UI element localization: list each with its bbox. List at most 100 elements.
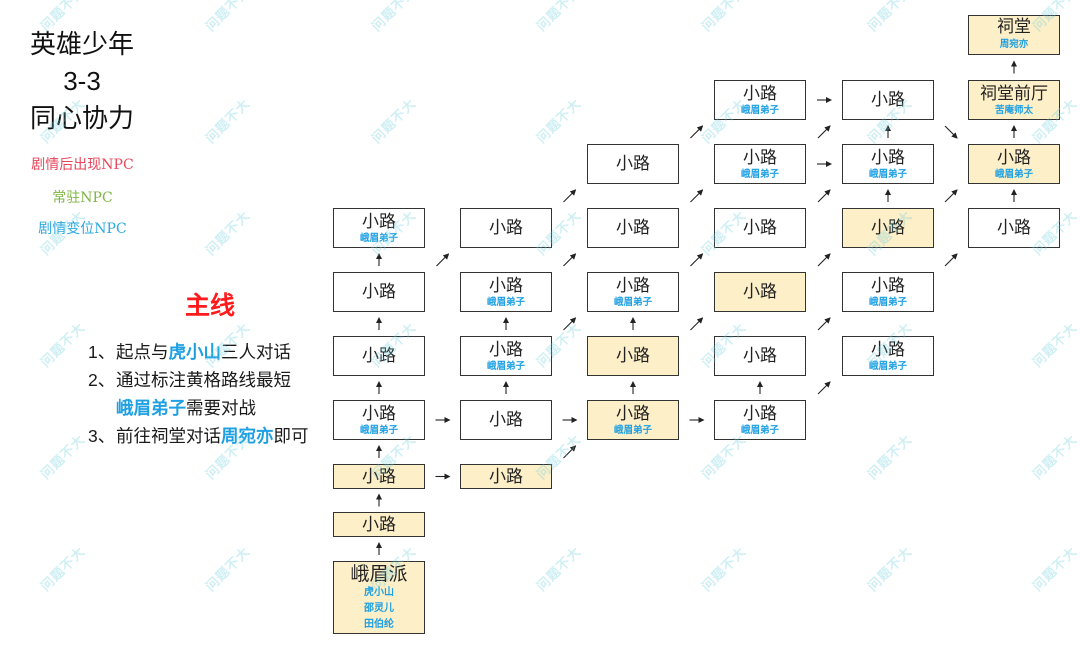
path-node: 小路 <box>714 208 806 248</box>
legend-resident-npc: 常驻NPC <box>52 190 113 206</box>
arrow-down-right-icon <box>944 125 958 139</box>
node-label: 小路 <box>362 514 396 535</box>
arrow-up-right-icon <box>563 445 577 459</box>
path-node: 小路峨眉弟子 <box>587 272 679 312</box>
node-label: 小路 <box>362 346 396 366</box>
node-label: 小路 <box>743 346 777 366</box>
node-label: 小路 <box>362 466 396 487</box>
path-node: 小路峨眉弟子 <box>714 144 806 184</box>
path-node: 小路 <box>460 400 552 440</box>
step-text: 三人对话 <box>221 342 291 362</box>
path-node: 小路峨眉弟子 <box>842 336 934 376</box>
path-node: 小路峨眉弟子 <box>842 272 934 312</box>
node-npc: 苦庵师太 <box>994 104 1033 116</box>
path-node: 小路 <box>587 144 679 184</box>
arrow-up-right-icon <box>690 189 704 203</box>
step-highlight-name: 周宛亦 <box>221 426 274 446</box>
node-npc: 峨眉弟子 <box>994 168 1033 180</box>
path-node: 小路峨眉弟子 <box>460 272 552 312</box>
stage-name: 同心协力 <box>29 103 134 133</box>
path-node: 小路峨眉弟子 <box>842 144 934 184</box>
path-node: 小路峨眉弟子 <box>333 400 425 440</box>
step-number: 2、 <box>88 370 116 390</box>
node-label: 小路 <box>616 346 650 366</box>
node-label: 小路 <box>616 403 650 424</box>
arrow-up-right-icon <box>690 125 704 139</box>
arrow-up-right-icon <box>944 189 958 203</box>
node-npc: 峨眉弟子 <box>613 424 652 436</box>
path-node: 小路 <box>460 208 552 248</box>
node-label: 小路 <box>489 218 523 238</box>
arrow-up-right-icon <box>817 317 831 331</box>
arrow-up-right-icon <box>817 125 831 139</box>
path-node: 小路峨眉弟子 <box>587 400 679 440</box>
ancestral-hall-front-node: 祠堂前厅苦庵师太 <box>968 80 1060 120</box>
node-label: 小路 <box>871 275 905 296</box>
step-text: 需要对战 <box>186 398 256 418</box>
path-node: 小路 <box>587 208 679 248</box>
path-node: 小路峨眉弟子 <box>714 80 806 120</box>
node-label: 祠堂 <box>997 17 1031 37</box>
path-node: 小路峨眉弟子 <box>714 400 806 440</box>
emei-sect-node: 峨眉派虎小山邵灵儿田伯纶 <box>333 561 425 634</box>
node-npc: 峨眉弟子 <box>486 296 525 308</box>
step-number: 3、 <box>88 426 116 446</box>
node-npc: 虎小山 <box>364 586 394 598</box>
arrow-up-right-icon <box>690 253 704 267</box>
game-title: 英雄少年 <box>29 29 134 59</box>
node-label: 小路 <box>362 403 396 424</box>
node-label: 小路 <box>871 90 905 110</box>
path-node: 小路 <box>587 336 679 376</box>
stage-title: 英雄少年 3-3 同心协力 <box>22 26 142 137</box>
node-label: 小路 <box>489 275 523 296</box>
node-label: 小路 <box>362 282 396 302</box>
path-node: 小路 <box>460 464 552 489</box>
step-line: 1、起点与虎小山三人对话 <box>88 338 309 366</box>
arrow-up-right-icon <box>563 253 577 267</box>
node-label: 峨眉派 <box>350 562 408 585</box>
mainline-heading: 主线 <box>184 292 235 320</box>
node-label: 祠堂前厅 <box>980 83 1048 104</box>
step-highlight-name: 虎小山 <box>168 342 222 362</box>
node-label: 小路 <box>871 339 905 360</box>
legend-post-story-npc: 剧情后出现NPC <box>31 157 134 173</box>
node-label: 小路 <box>616 154 650 174</box>
node-label: 小路 <box>743 403 777 424</box>
node-npc: 峨眉弟子 <box>359 232 398 244</box>
arrow-up-right-icon <box>563 317 577 331</box>
node-npc: 峨眉弟子 <box>868 168 907 180</box>
arrow-up-right-icon <box>436 253 450 267</box>
path-node: 小路 <box>333 464 425 489</box>
node-label: 小路 <box>743 83 777 104</box>
node-label: 小路 <box>743 147 777 168</box>
node-label: 小路 <box>489 466 523 487</box>
node-npc: 峨眉弟子 <box>486 360 525 372</box>
node-npc: 周宛亦 <box>999 39 1029 50</box>
path-node: 小路 <box>842 80 934 120</box>
step-text: 即可 <box>273 426 309 446</box>
path-node: 小路峨眉弟子 <box>968 144 1060 184</box>
node-label: 小路 <box>616 218 650 238</box>
step-number: 1、 <box>88 342 116 362</box>
path-node: 小路 <box>968 208 1060 248</box>
ancestral-hall-node: 祠堂周宛亦 <box>968 15 1060 55</box>
step-text: 通过标注黄格路线最短 <box>116 370 291 390</box>
step-text: 前往祠堂对话 <box>116 426 221 446</box>
arrow-up-right-icon <box>817 253 831 267</box>
step-line: 3、前往祠堂对话周宛亦即可 <box>88 422 309 450</box>
stage-number: 3-3 <box>63 66 101 96</box>
node-label: 小路 <box>743 282 777 302</box>
path-node: 小路 <box>333 512 425 537</box>
node-npc: 峨眉弟子 <box>740 168 779 180</box>
node-label: 小路 <box>743 218 777 238</box>
path-node: 小路 <box>842 208 934 248</box>
path-node: 小路峨眉弟子 <box>460 336 552 376</box>
step-text: 起点与 <box>116 342 169 362</box>
node-label: 小路 <box>616 275 650 296</box>
path-node: 小路峨眉弟子 <box>333 208 425 248</box>
path-node: 小路 <box>714 336 806 376</box>
node-label: 小路 <box>871 218 905 238</box>
path-node: 小路 <box>333 336 425 376</box>
step-highlight-name: 峨眉弟子 <box>116 398 186 418</box>
